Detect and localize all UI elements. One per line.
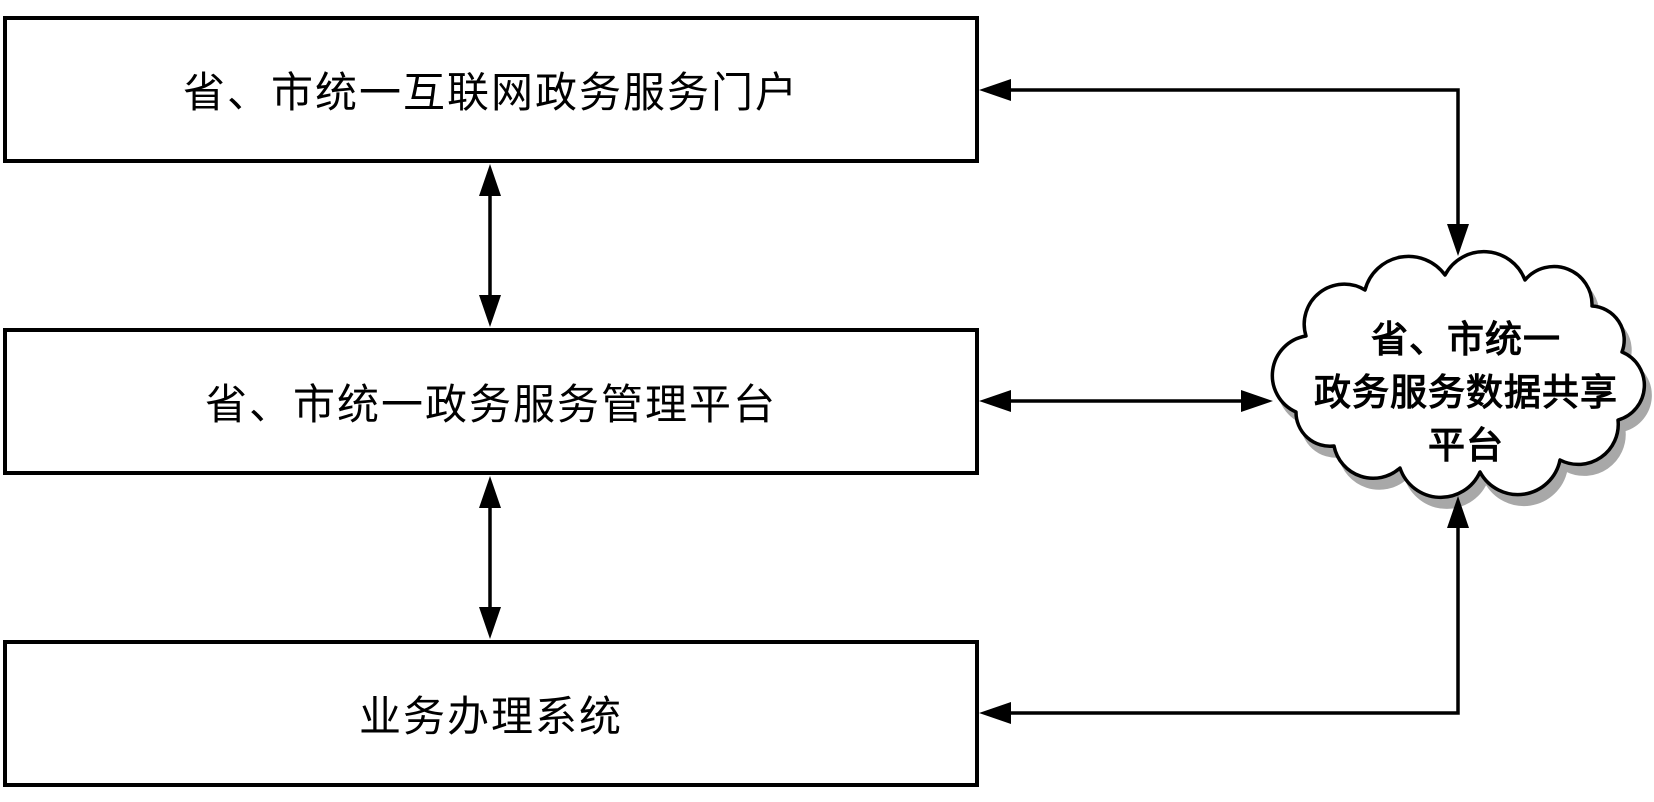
management-platform-box-shape xyxy=(3,328,979,475)
arrow-portal-cloud xyxy=(979,79,1469,256)
internet-portal-box-shape xyxy=(3,16,979,163)
business-system-box-shape xyxy=(3,640,979,787)
cloud-shape xyxy=(1270,249,1647,500)
arrow-management-business xyxy=(479,476,501,639)
arrow-management-cloud xyxy=(979,390,1273,412)
arrow-portal-management xyxy=(479,164,501,327)
arrow-business-cloud xyxy=(979,496,1469,724)
